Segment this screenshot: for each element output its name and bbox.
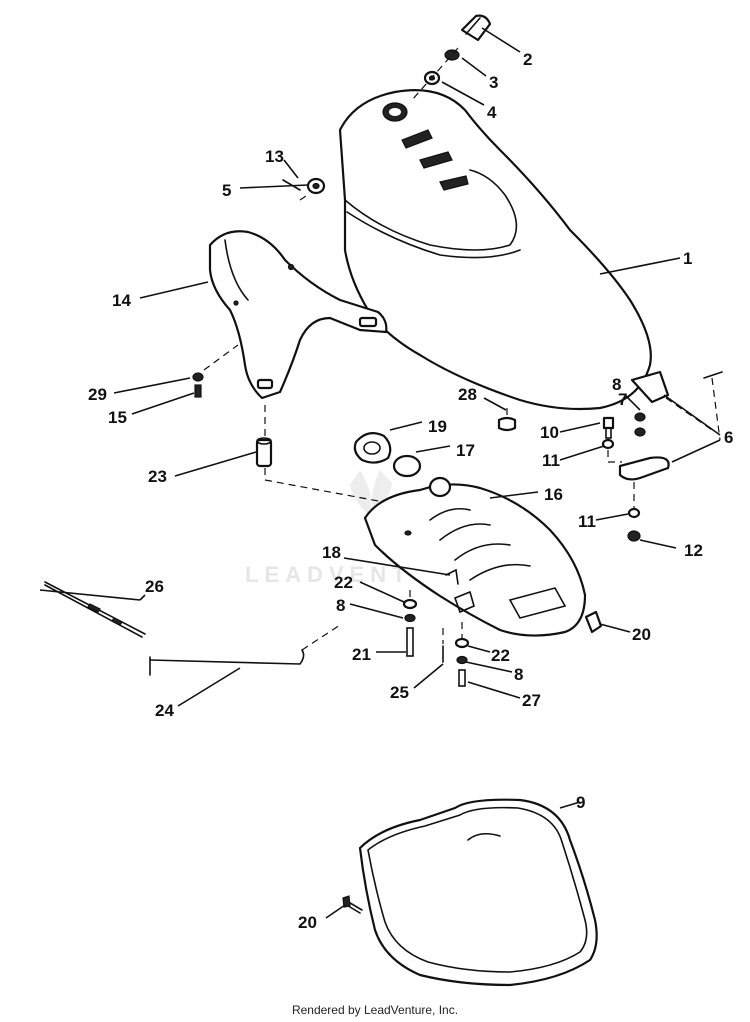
part-8-lockwasher-top [634,412,646,422]
callout-29: 29 [88,385,107,404]
part-22-washer-left [402,598,418,610]
callout-10: 10 [540,423,559,442]
callout-20-lower: 20 [298,913,317,932]
part-28-bumper [497,416,517,432]
callout-13: 13 [265,147,284,166]
callout-22-right: 22 [491,646,510,665]
callout-27: 27 [522,691,541,710]
part-26-rod [44,581,146,638]
callout-22-left: 22 [334,573,353,592]
part-18-clip [445,568,459,585]
callout-23: 23 [148,467,167,486]
part-1-seat [338,89,652,411]
callout-11-lower: 11 [578,512,596,531]
part-23-spacer [255,437,273,468]
part-15-bolt [194,384,202,398]
part-20-clip-lower [342,895,363,914]
part-6-bracket [618,370,723,481]
part-16-tank [363,476,587,637]
part-2-knob [460,14,492,42]
callout-8-top: 8 [612,375,621,394]
part-7-washer [634,427,646,437]
part-24-rod [149,649,305,676]
part-27-bolt [458,669,466,687]
callout-25: 25 [390,683,409,702]
footer-credit: Rendered by LeadVenture, Inc. [291,1003,459,1017]
callout-15: 15 [108,408,127,427]
callout-labels: 2 3 4 13 5 1 14 29 15 23 28 19 17 16 18 … [88,50,733,932]
callout-9: 9 [576,793,585,812]
leader-lines [39,27,721,919]
part-20-clip-upper [584,610,603,634]
callout-14: 14 [112,291,131,310]
callout-8-left: 8 [336,596,345,615]
callout-11-upper: 11 [542,451,560,470]
part-11-washer-upper [601,438,615,450]
callout-19: 19 [428,417,447,436]
callout-12: 12 [684,541,703,560]
part-22-washer-right [454,637,470,649]
callout-26: 26 [145,577,164,596]
callout-7: 7 [618,390,627,409]
callout-3: 3 [489,73,498,92]
part-11-washer-lower [627,507,641,519]
part-8-lockwasher-left [404,613,416,623]
part-8-lockwasher-right [456,655,468,665]
callout-4: 4 [487,103,497,122]
callout-20-upper: 20 [632,625,651,644]
part-3-nut [444,49,460,61]
part-14-bracket [208,230,388,400]
part-12-nut [627,530,641,542]
part-29-nut [192,372,204,382]
callout-28: 28 [458,385,477,404]
part-21-bolt [406,627,414,657]
callout-17: 17 [456,441,475,460]
part-9-tray [358,798,598,987]
callout-2: 2 [523,50,532,69]
callout-24: 24 [155,701,174,720]
callout-21: 21 [352,645,371,664]
part-5-grommet [306,177,326,195]
callout-16: 16 [544,485,563,504]
part-10-bolt [602,416,615,439]
callout-6: 6 [724,428,733,447]
part-19-cap [353,431,392,464]
callout-8-right: 8 [514,665,523,684]
callout-1: 1 [683,249,692,268]
callout-5: 5 [222,181,231,200]
callout-18: 18 [322,543,341,562]
part-17-gasket [392,454,422,478]
